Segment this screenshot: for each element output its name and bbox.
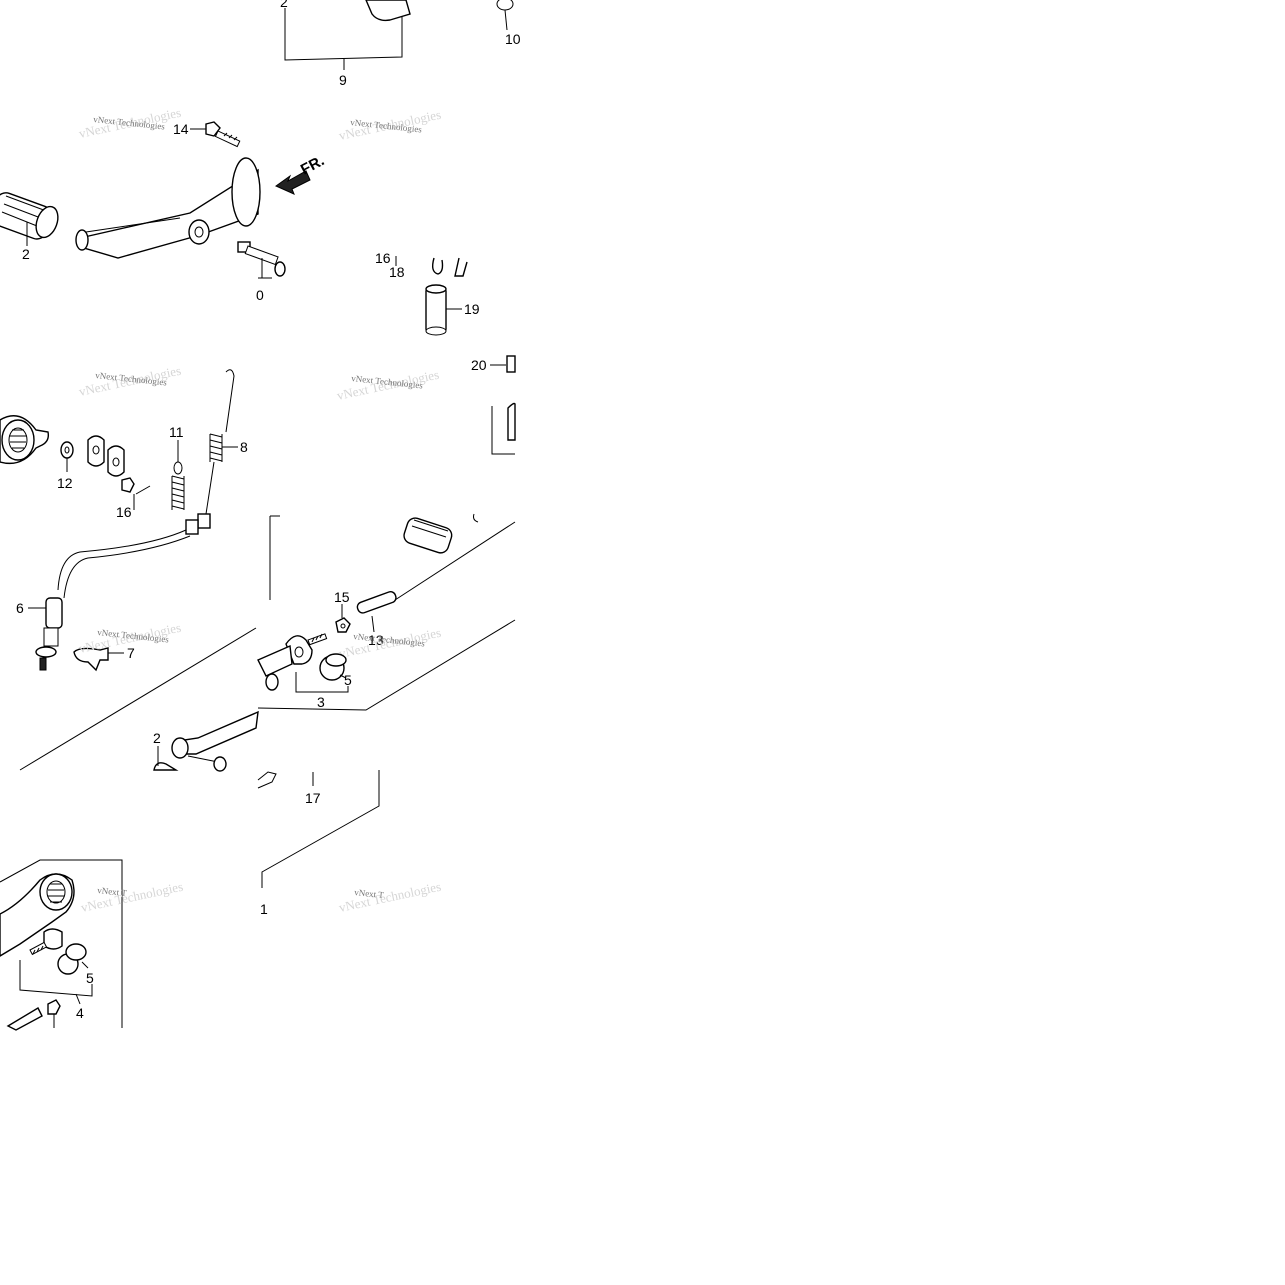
part-fragment-right xyxy=(507,402,516,441)
panel-change-pedal: 13 15 vNext Technologies vNext Technolog… xyxy=(19,513,516,917)
callout-2-grip: 2 xyxy=(22,246,30,262)
tie-rod-13 xyxy=(394,521,516,601)
clip-18a xyxy=(431,257,444,275)
splined-hub xyxy=(0,415,50,465)
panel-brake-pedal: vNext Technologies vNext Technologies vN… xyxy=(0,105,480,336)
callout-18: 18 xyxy=(389,264,405,280)
shift-arm-splined xyxy=(0,873,75,957)
callout-4: 4 xyxy=(76,1005,84,1021)
panel-shift-arm: vNext Technologies vNext T 5 4 xyxy=(0,859,185,1031)
clip-18b xyxy=(454,257,468,277)
callout-8: 8 xyxy=(240,439,248,455)
callout-16-mid: 16 xyxy=(116,504,132,520)
switch-spring-8 xyxy=(205,369,235,515)
callout-13: 13 xyxy=(368,632,384,648)
callout-3: 3 xyxy=(317,694,325,710)
bolt-14 xyxy=(205,121,241,148)
nut-16 xyxy=(121,477,135,493)
switch-bracket-7 xyxy=(73,647,109,672)
callout-17: 17 xyxy=(305,790,321,806)
return-spring-11 xyxy=(171,461,185,510)
panel-top-assembly: 2 10 9 xyxy=(280,0,521,88)
panel-border-bottom xyxy=(257,619,516,711)
panel-border-left xyxy=(269,515,280,600)
callout-5-low: 5 xyxy=(86,970,94,986)
callout-9: 9 xyxy=(339,72,347,88)
brake-switch-6 xyxy=(35,513,211,671)
collar-19 xyxy=(425,284,447,336)
watermark-text-truncated: vNext T xyxy=(97,885,128,898)
leader-10-top xyxy=(504,9,508,31)
pedal-rubber-grip xyxy=(0,192,59,240)
callout-2-top: 2 xyxy=(280,0,288,10)
callout-2-low: 2 xyxy=(153,730,161,746)
callout-14: 14 xyxy=(173,121,189,137)
arrow-icon xyxy=(274,170,311,195)
rod-joint-pair xyxy=(87,435,125,477)
leader-5-mid xyxy=(339,674,347,679)
bracket-9 xyxy=(284,8,403,61)
part-fragment-10 xyxy=(496,0,514,11)
bracket-1 xyxy=(261,770,380,888)
brake-pedal-arm xyxy=(75,157,261,259)
callout-7: 7 xyxy=(127,645,135,661)
callout-12: 12 xyxy=(57,475,73,491)
change-pedal-shaft xyxy=(153,710,277,789)
callout-10-pin: 0 xyxy=(256,287,264,303)
footrest-fragment-top xyxy=(365,0,411,22)
panel-border-diag-left xyxy=(19,627,257,771)
nut-bottom xyxy=(47,999,61,1015)
callout-11: 11 xyxy=(169,424,184,440)
callout-16-top: 16 xyxy=(375,250,391,266)
shift-joint-3 xyxy=(257,633,328,691)
callout-6: 6 xyxy=(16,600,24,616)
callout-15: 15 xyxy=(334,589,350,605)
callout-20: 20 xyxy=(471,357,487,373)
rod-fragment-bottom xyxy=(6,1007,43,1031)
bolt-20 xyxy=(506,355,516,373)
pivot-pin-10 xyxy=(237,241,286,277)
callout-19: 19 xyxy=(464,301,480,317)
cotter-pin-16 xyxy=(135,485,151,495)
bracket-3 xyxy=(295,672,349,693)
leader-13 xyxy=(371,615,375,633)
callout-1: 1 xyxy=(260,901,268,917)
tie-rod-end-13 xyxy=(356,591,397,614)
front-direction-arrow: FR. xyxy=(274,152,327,195)
callout-10-top: 10 xyxy=(505,31,521,47)
panel-border-bottom-left xyxy=(0,859,123,1028)
bracket-4 xyxy=(19,960,93,997)
leader-4 xyxy=(75,993,81,1005)
panel-brake-linkage: vNext Technologies vNext Technologies vN… xyxy=(0,355,516,672)
callout-5-mid: 5 xyxy=(344,672,352,688)
shift-rubber-grip xyxy=(403,513,479,554)
watermark-bg: vNext Technologies xyxy=(80,879,185,915)
leader-5-low xyxy=(81,961,89,969)
watermark-text-truncated: vNext T xyxy=(354,887,385,900)
bracket-right xyxy=(491,406,515,455)
dust-boot-5-mid xyxy=(319,653,347,681)
dust-boot-5-low xyxy=(57,943,87,975)
